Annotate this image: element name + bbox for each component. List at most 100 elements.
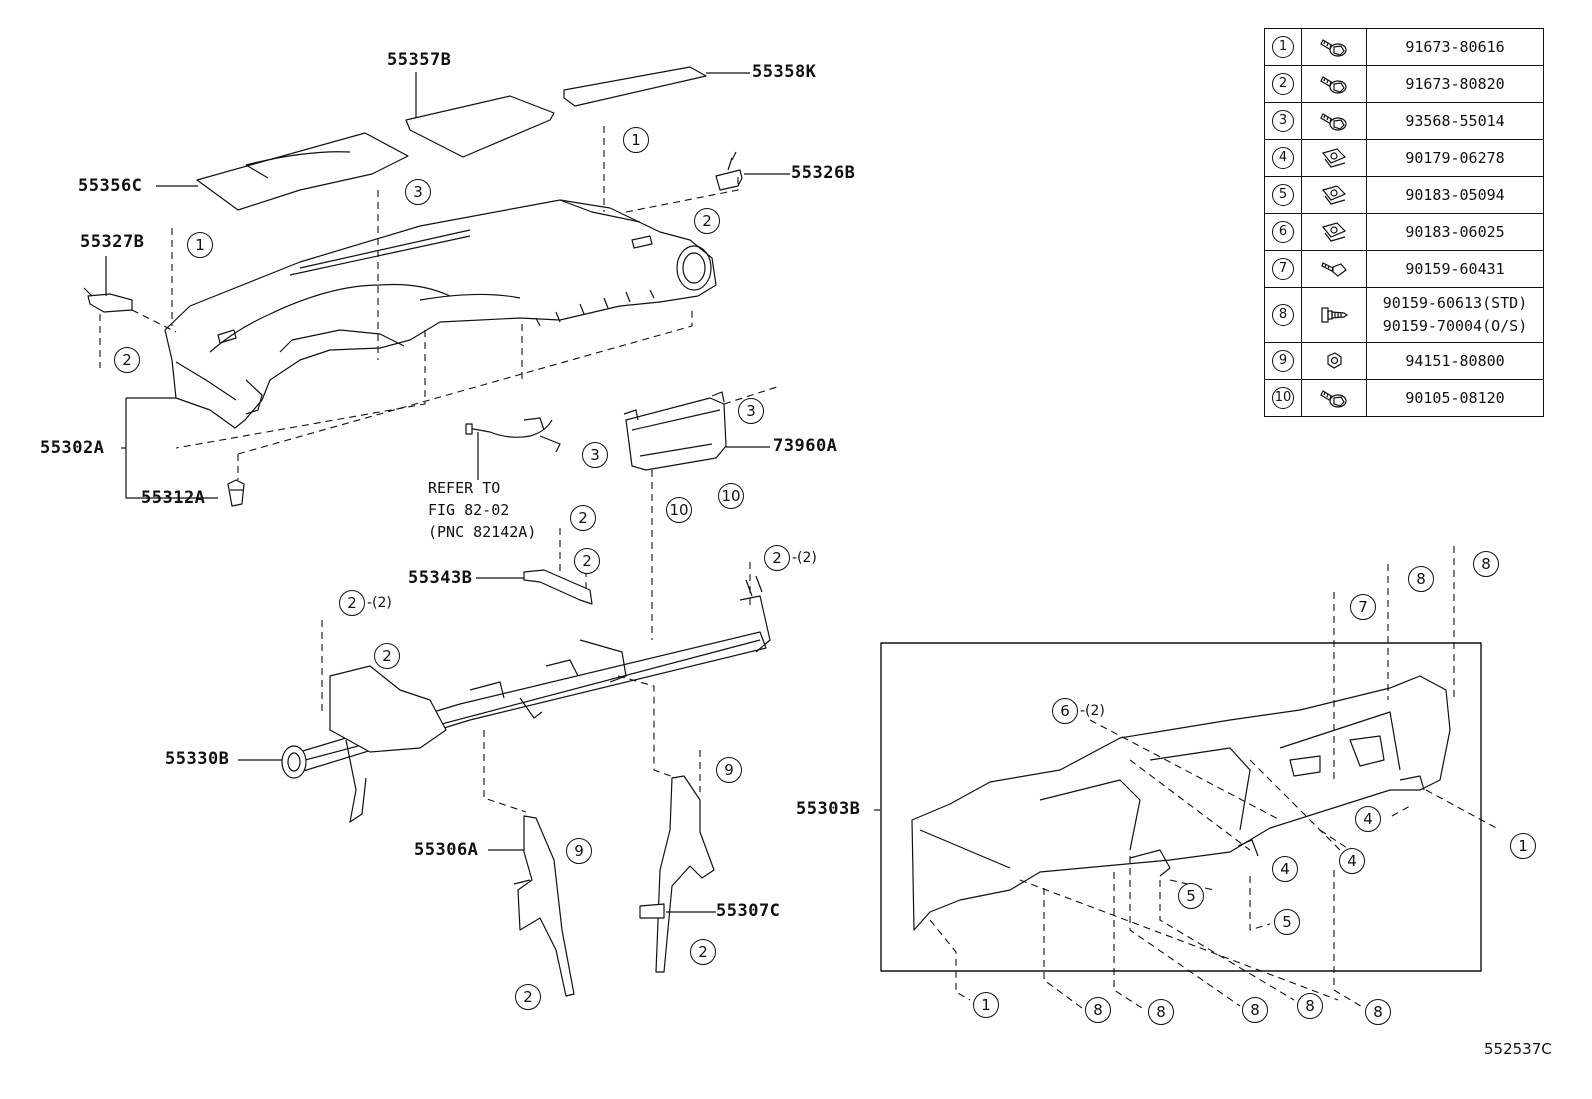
callout: 8 — [1297, 993, 1323, 1019]
instrument-panel-55302A — [164, 199, 717, 429]
quantity-mark: -(2) — [792, 550, 817, 566]
fastener-part-number: 90179-06278 — [1405, 148, 1505, 167]
quantity-mark: -(2) — [367, 595, 392, 611]
fastener-part-number-cell: 91673-80616 — [1366, 28, 1544, 66]
fastener-row: 4 90179-06278 — [1264, 139, 1544, 177]
clip-nut-icon — [1319, 182, 1349, 208]
fastener-part-number-cell: 90183-05094 — [1366, 176, 1544, 214]
callout: 8 — [1242, 997, 1268, 1023]
quantity-mark: -(2) — [1080, 703, 1105, 719]
callout: 8 — [1365, 999, 1391, 1025]
fastener-icon-cell — [1301, 28, 1367, 66]
label-55326B: 55326B — [791, 163, 856, 183]
fastener-number: 5 — [1272, 184, 1294, 206]
fastener-row: 7 90159-60431 — [1264, 250, 1544, 288]
fastener-part-number-cell: 93568-55014 — [1366, 102, 1544, 140]
clip-nut-icon — [1319, 145, 1349, 171]
fastener-icon-cell — [1301, 65, 1367, 103]
clip-nut-icon — [1319, 219, 1349, 245]
callout: 6 — [1052, 698, 1078, 724]
fastener-number-cell: 5 — [1264, 176, 1302, 214]
bracket-55327B — [83, 287, 133, 313]
callout: 4 — [1355, 806, 1381, 832]
callout: 8 — [1473, 551, 1499, 577]
label-55302A: 55302A — [40, 438, 105, 458]
clip-55312A — [227, 479, 245, 507]
screw-icon — [1319, 256, 1349, 282]
callout: 10 — [718, 483, 744, 509]
pad-55357B — [405, 95, 555, 158]
bolt-washer-icon — [1319, 71, 1349, 97]
fastener-number: 3 — [1272, 110, 1294, 132]
label-leaders — [105, 72, 880, 913]
fastener-icon-cell — [1301, 250, 1367, 288]
callout: 4 — [1339, 848, 1365, 874]
callout: 3 — [738, 398, 764, 424]
bolt-washer-icon — [1319, 108, 1349, 134]
panel-sub-assembly-55303B — [911, 675, 1451, 931]
steering-support-55330B — [281, 575, 771, 823]
fastener-number-cell: 8 — [1264, 287, 1302, 343]
callout: 1 — [623, 127, 649, 153]
callout: 2 — [114, 347, 140, 373]
fastener-number: 10 — [1272, 387, 1294, 409]
callout: 7 — [1350, 594, 1376, 620]
brace-55307C — [639, 775, 715, 973]
callout: 1 — [1510, 833, 1536, 859]
fastener-number: 1 — [1272, 36, 1294, 58]
label-55358K: 55358K — [752, 62, 817, 82]
fastener-part-number: 90183-06025 — [1405, 222, 1505, 241]
fastener-part-number-cell: 90159-60431 — [1366, 250, 1544, 288]
fastener-part-number: 93568-55014 — [1405, 111, 1505, 130]
reference-note: REFER TO FIG 82-02 (PNC 82142A) — [428, 477, 536, 543]
callout: 2 — [515, 984, 541, 1010]
dashed-guides — [99, 126, 1501, 1009]
callout: 8 — [1148, 999, 1174, 1025]
fastener-row: 10 90105-08120 — [1264, 379, 1544, 417]
fastener-number: 6 — [1272, 221, 1294, 243]
fastener-part-number-cell: 90105-08120 — [1366, 379, 1544, 417]
bolt-washer-icon — [1319, 385, 1349, 411]
label-55303B: 55303B — [796, 799, 861, 819]
fastener-number-cell: 7 — [1264, 250, 1302, 288]
fastener-part-number: 90159-60431 — [1405, 259, 1505, 278]
brace-55343B — [523, 569, 593, 605]
fastener-row: 3 93568-55014 — [1264, 102, 1544, 140]
callout: 9 — [716, 757, 742, 783]
callout: 8 — [1085, 997, 1111, 1023]
wire-harness — [465, 417, 561, 453]
airbag-73960A — [623, 391, 727, 471]
fastener-part-number: 90159-60613(STD) — [1382, 294, 1528, 312]
fastener-part-number: 94151-80800 — [1405, 351, 1505, 370]
fastener-part-number-cell: 90183-06025 — [1366, 213, 1544, 251]
fastener-icon-cell — [1301, 342, 1367, 380]
callout: 3 — [582, 442, 608, 468]
fastener-number: 4 — [1272, 147, 1294, 169]
callout: 8 — [1408, 566, 1434, 592]
reference-note-line-2: FIG 82-02 — [428, 501, 510, 519]
callout: 9 — [566, 838, 592, 864]
tapping-screw-icon — [1319, 302, 1349, 328]
fastener-icon-cell — [1301, 287, 1367, 343]
fastener-row: 5 90183-05094 — [1264, 176, 1544, 214]
callout: 2 — [374, 643, 400, 669]
fastener-number: 9 — [1272, 350, 1294, 372]
callout: 3 — [405, 179, 431, 205]
callout: 4 — [1272, 856, 1298, 882]
fastener-icon-cell — [1301, 213, 1367, 251]
fastener-row: 6 90183-06025 — [1264, 213, 1544, 251]
callout: 2 — [570, 505, 596, 531]
fastener-part-number-cell: 90179-06278 — [1366, 139, 1544, 177]
label-73960A: 73960A — [773, 436, 838, 456]
reference-note-line-1: REFER TO — [428, 479, 501, 497]
nut-icon — [1319, 348, 1349, 374]
fastener-number-cell: 1 — [1264, 28, 1302, 66]
label-55312A: 55312A — [141, 488, 206, 508]
label-55307C: 55307C — [716, 901, 781, 921]
fastener-number-cell: 4 — [1264, 139, 1302, 177]
callout: 10 — [666, 497, 692, 523]
